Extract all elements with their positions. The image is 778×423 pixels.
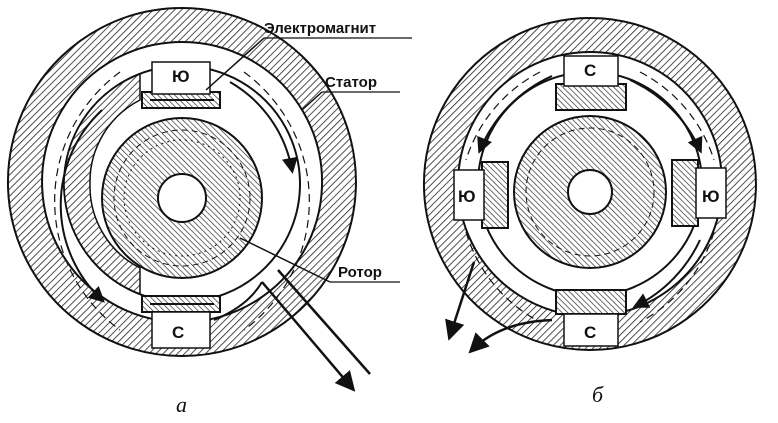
rotor-winding-b	[525, 127, 655, 257]
electromagnet-left-b	[453, 161, 509, 229]
pole-label-bottom-a: С	[172, 323, 184, 342]
leader-stator	[301, 91, 323, 111]
pole-label-top-b: С	[584, 61, 596, 80]
electromagnet-bottom-b	[555, 289, 627, 347]
feed-wire-1-a	[261, 281, 356, 392]
electromagnet-top-b	[555, 55, 627, 111]
feed-wire-2-a	[277, 269, 371, 375]
motor-a: Ю С а	[6, 7, 371, 417]
coil-lead-a	[213, 281, 263, 321]
shaft-a	[157, 173, 207, 223]
leader-electromagnet	[205, 37, 265, 91]
flux-line-outer-left-a	[54, 71, 121, 331]
flux-line-tl-b	[465, 71, 541, 161]
rotor-winding-a	[113, 129, 251, 267]
current-line-left-a	[59, 109, 105, 303]
rotor-flux-a	[123, 139, 241, 257]
current-line-right-a	[229, 81, 298, 174]
electromagnet-bottom-a	[141, 295, 221, 349]
pole-label-right-b: Ю	[702, 187, 720, 206]
feed-wire-2-b	[468, 318, 553, 354]
current-line-br-b	[632, 239, 701, 308]
flux-line-tr-b	[639, 71, 715, 161]
current-line-tl-b	[477, 75, 553, 154]
pole-label-left-b: Ю	[458, 187, 476, 206]
current-line-tr-b	[629, 79, 703, 154]
label-rotor: Ротор	[338, 264, 382, 281]
motor-b: С С Ю Ю б	[423, 17, 757, 407]
shaft-b	[567, 169, 613, 215]
caption-a: а	[176, 392, 187, 417]
stator-inner-left-a	[63, 72, 141, 296]
pole-label-bottom-b: С	[584, 323, 596, 342]
electromagnet-top-a	[141, 61, 221, 109]
electromagnet-right-b	[671, 159, 727, 227]
label-electromagnet: Электромагнит	[264, 20, 376, 37]
feed-wire-1-b	[445, 261, 476, 341]
flux-line-bl-b	[465, 231, 541, 323]
caption-b: б	[592, 382, 604, 407]
label-stator: Статор	[325, 74, 377, 91]
pole-label-top-a: Ю	[172, 67, 190, 86]
flux-line-outer-right-a	[243, 71, 310, 331]
leader-rotor	[239, 237, 331, 283]
flux-line-br-b	[639, 231, 715, 323]
